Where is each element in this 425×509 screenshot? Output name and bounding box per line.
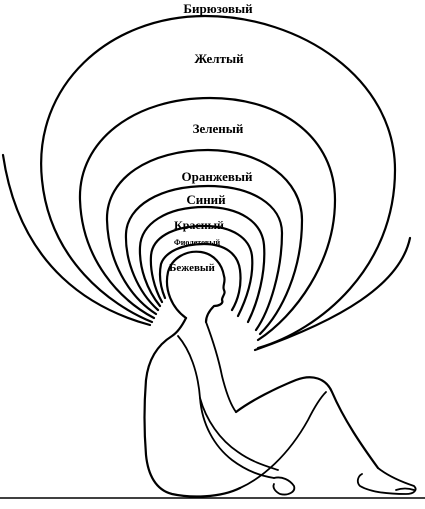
figure-head <box>165 250 226 324</box>
aura-labels: Бирюзовый Желтый Зеленый Оранжевый Синий… <box>169 1 253 274</box>
label-yellow: Желтый <box>194 51 244 66</box>
aura-contour-yellow <box>40 14 397 350</box>
aura-contour-beige <box>158 242 242 312</box>
figure-toes <box>395 487 415 491</box>
label-blue: Синий <box>186 192 226 207</box>
seated-figure <box>143 250 417 498</box>
figure-torso <box>143 316 242 498</box>
figure-chest <box>205 321 237 413</box>
figure-foot <box>356 467 417 495</box>
aura-contour-green <box>78 96 337 342</box>
aura-contour-red <box>138 205 266 324</box>
label-green: Зеленый <box>193 121 244 136</box>
aura-contours <box>1 14 412 352</box>
label-beige: Бежевый <box>169 262 215 274</box>
figure-lower-leg <box>239 391 327 489</box>
aura-contour-violet <box>149 224 254 318</box>
figure-arm <box>177 335 275 479</box>
label-orange: Оранжевый <box>181 169 253 184</box>
label-red: Красный <box>174 218 224 232</box>
figure-forearm <box>199 397 279 471</box>
aura-contour-blue <box>124 184 284 332</box>
label-violet: Фиолетовый <box>174 238 221 247</box>
aura-contour-orange <box>105 148 304 336</box>
label-turquoise: Бирюзовый <box>183 1 253 16</box>
figure-hand <box>272 476 296 496</box>
